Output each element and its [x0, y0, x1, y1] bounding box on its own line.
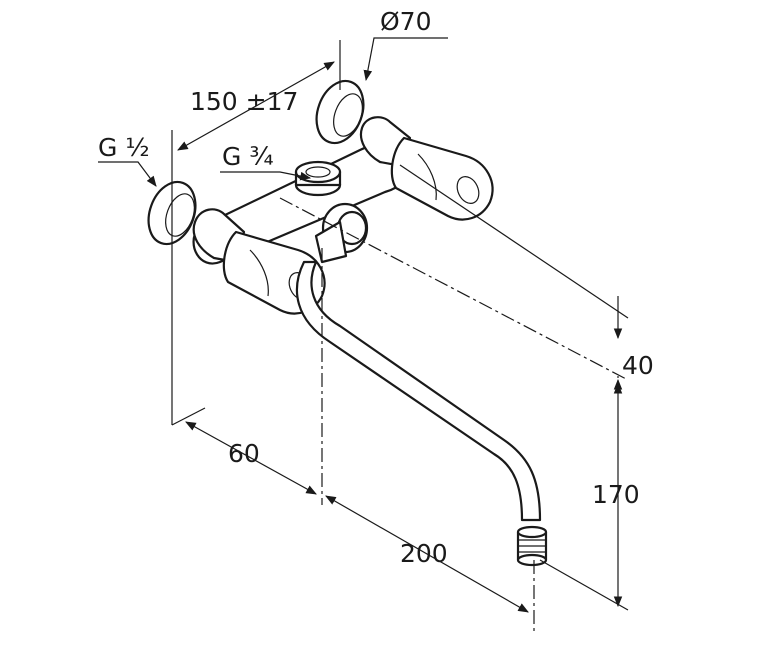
inlet-thread-label: G ½ — [98, 133, 150, 162]
faucet-illustration — [147, 79, 548, 567]
outlet-thread-label: G ¾ — [222, 142, 274, 171]
projection-label: 60 — [228, 439, 260, 468]
top-outlet-nut — [294, 160, 342, 197]
spout-reach-label: 200 — [400, 539, 448, 568]
spout-height-label: 170 — [592, 480, 640, 509]
center-distance-label: 150 ±17 — [190, 87, 298, 116]
right-valve-handle — [359, 116, 494, 221]
body-height-label: 40 — [622, 351, 654, 380]
spout-aerator — [516, 525, 548, 567]
dimension-lines — [98, 37, 623, 613]
spout-pipe — [295, 260, 542, 522]
spout-swivel — [314, 202, 369, 264]
extension-lines — [171, 40, 629, 611]
diameter-label: Ø70 — [380, 7, 432, 36]
center-lines — [279, 197, 629, 635]
